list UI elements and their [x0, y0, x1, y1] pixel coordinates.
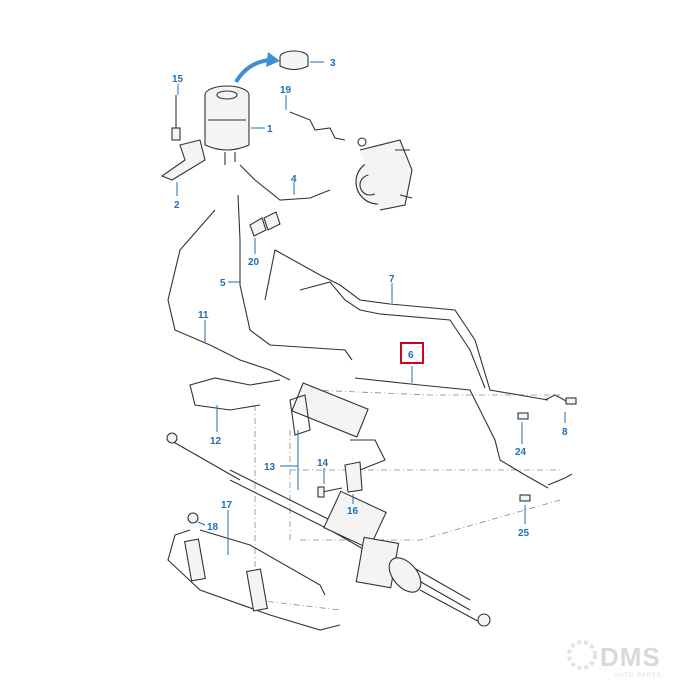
- callout-16[interactable]: 16: [347, 506, 359, 517]
- cap-removal-arrow: [234, 58, 271, 84]
- hose-11: [167, 209, 291, 381]
- callout-18[interactable]: 18: [207, 522, 219, 533]
- hose-5: [237, 194, 353, 361]
- callout-25[interactable]: 25: [518, 528, 530, 539]
- callout-3[interactable]: 3: [330, 58, 336, 69]
- callout-13[interactable]: 13: [264, 462, 276, 473]
- callout-11[interactable]: 11: [198, 310, 209, 321]
- callout-5[interactable]: 5: [220, 278, 226, 289]
- callout-20[interactable]: 20: [248, 257, 260, 268]
- cap-removal-arrowhead: [266, 52, 280, 67]
- nut-18: [187, 512, 199, 524]
- cooler-17: [167, 529, 341, 631]
- callout-leaders: [176, 61, 566, 555]
- pressure-hose-19: [289, 111, 346, 141]
- pipe-7: [264, 249, 549, 401]
- fluid-reservoir: [204, 85, 250, 165]
- callout-1[interactable]: 1: [267, 124, 273, 135]
- callout-14[interactable]: 14: [317, 458, 329, 469]
- dms-watermark: DMS AUTO PARTS: [567, 640, 662, 679]
- callout-6[interactable]: 6: [408, 350, 414, 361]
- tie-rod-right: [419, 589, 491, 627]
- callout-2[interactable]: 2: [174, 200, 180, 211]
- mount-bracket-16: [344, 461, 363, 493]
- cooler-pipe-12: [189, 377, 281, 411]
- callout-17[interactable]: 17: [221, 500, 233, 511]
- hose-clips: [249, 211, 281, 237]
- pipe-6: [354, 377, 549, 489]
- callout-19[interactable]: 19: [280, 85, 292, 96]
- power-steering-pump: [355, 137, 413, 211]
- callout-15[interactable]: 15: [172, 74, 184, 85]
- pipe-7-second: [299, 281, 486, 389]
- bolt-14: [317, 486, 343, 498]
- highlight-box-6: [400, 342, 424, 364]
- watermark-text: DMS: [600, 642, 661, 672]
- callout-8[interactable]: 8: [562, 427, 568, 438]
- callout-12[interactable]: 12: [210, 436, 222, 447]
- watermark-subtext: AUTO PARTS: [614, 673, 662, 679]
- reservoir-bracket: [160, 139, 206, 181]
- fitting-24: [517, 412, 529, 420]
- callout-4[interactable]: 4: [291, 174, 297, 185]
- callout-labels: 1 2 3 4 5 6 7 8 11 12 13 14 15 16 17 18 …: [172, 58, 568, 539]
- steering-gear: [229, 382, 471, 611]
- tie-rod-left: [166, 432, 241, 481]
- callout-24[interactable]: 24: [515, 447, 527, 458]
- bolt-15: [171, 95, 181, 141]
- reservoir-cap: [279, 50, 309, 71]
- fitting-8: [544, 394, 577, 405]
- return-hose-4: [239, 164, 331, 201]
- fitting-25: [519, 473, 573, 502]
- callout-7[interactable]: 7: [389, 274, 395, 285]
